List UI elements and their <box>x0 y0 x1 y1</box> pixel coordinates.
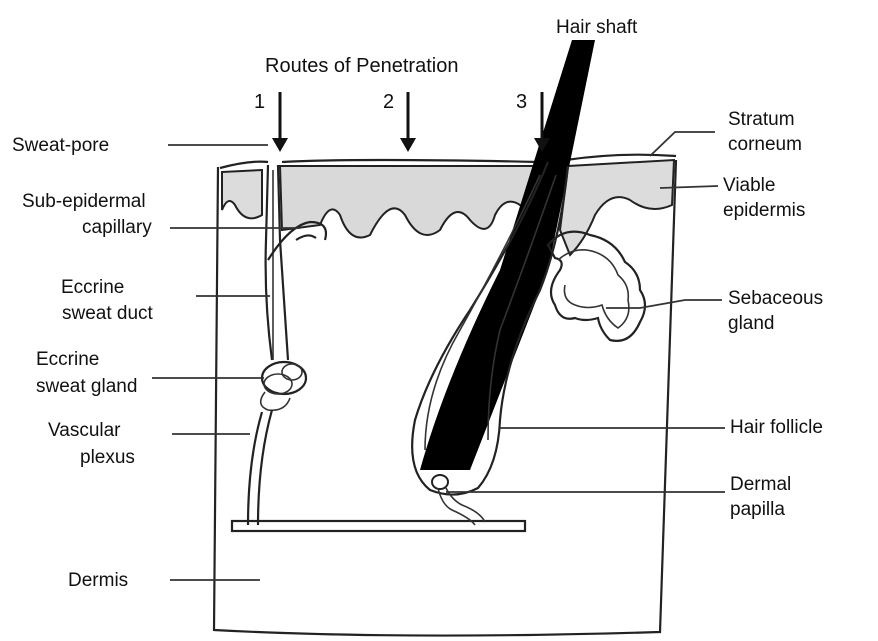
label-hair-shaft: Hair shaft <box>556 17 638 38</box>
label-vascular-plexus-2: plexus <box>80 447 135 468</box>
label-eccrine-sweat-duct-2: sweat duct <box>62 303 154 324</box>
label-vascular-plexus-1: Vascular <box>48 420 121 441</box>
label-dermis: Dermis <box>68 570 128 591</box>
viable-epidermis-region <box>280 166 548 238</box>
label-sebaceous-gland-1: Sebaceous <box>728 288 823 309</box>
label-stratum-corneum-1: Stratum <box>728 109 795 130</box>
label-eccrine-sweat-duct-1: Eccrine <box>61 277 124 298</box>
leader-sebaceous-gland <box>606 300 722 308</box>
hair-shaft <box>420 40 595 470</box>
eccrine-sweat-gland <box>261 362 306 410</box>
label-stratum-corneum-2: corneum <box>728 134 802 155</box>
sebaceous-gland <box>548 232 645 341</box>
dermal-papilla <box>432 475 485 525</box>
label-hair-follicle: Hair follicle <box>730 417 823 438</box>
vascular-vessel-left <box>248 410 272 525</box>
label-dermal-papilla-2: papilla <box>730 499 785 520</box>
epidermis-right-region <box>560 160 674 255</box>
label-eccrine-sweat-gland-2: sweat gland <box>36 376 137 397</box>
epidermis-left-region <box>222 170 262 218</box>
label-dermal-papilla-1: Dermal <box>730 474 791 495</box>
route-arrow-1 <box>272 92 288 152</box>
sebaceous-gland-inner <box>558 250 629 328</box>
label-eccrine-sweat-gland-1: Eccrine <box>36 349 99 370</box>
label-sub-epidermal-capillary-1: Sub-epidermal <box>22 191 146 212</box>
label-sweat-pore: Sweat-pore <box>12 135 109 156</box>
label-viable-epidermis-1: Viable <box>723 175 775 196</box>
leader-stratum-corneum <box>650 132 715 156</box>
label-sub-epidermal-capillary-2: capillary <box>82 217 152 238</box>
route-arrow-2 <box>400 92 416 152</box>
route-number-2: 2 <box>383 91 394 113</box>
vascular-plexus-bar <box>232 521 525 531</box>
routes-title: Routes of Penetration <box>265 55 458 77</box>
route-number-3: 3 <box>516 91 527 113</box>
route-number-1: 1 <box>254 91 265 113</box>
label-sebaceous-gland-2: gland <box>728 313 775 334</box>
label-viable-epidermis-2: epidermis <box>723 200 805 221</box>
